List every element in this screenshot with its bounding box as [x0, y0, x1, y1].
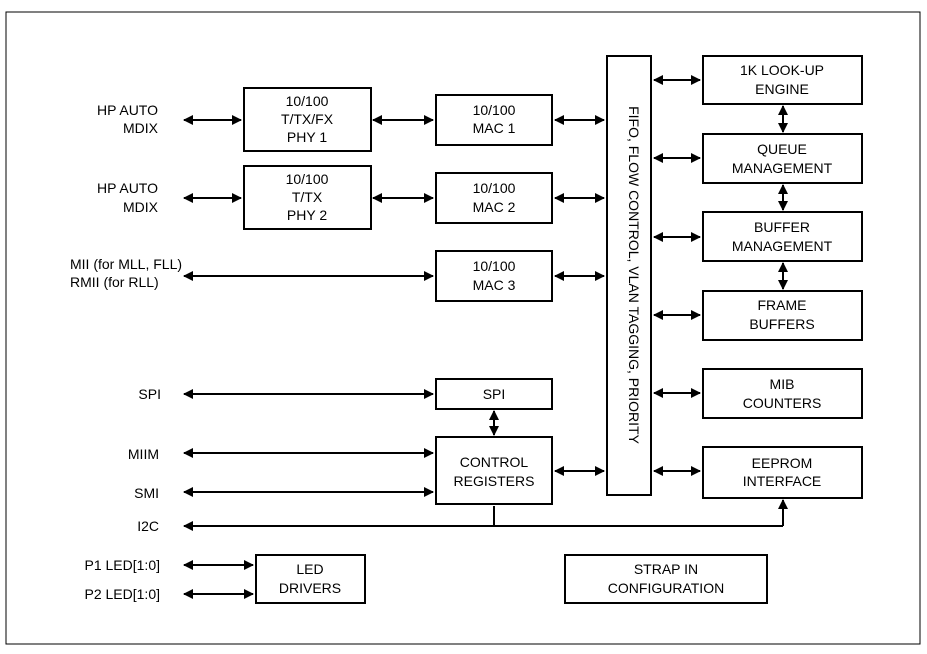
spi-signal-label: SPI [138, 386, 161, 402]
mib-line1: MIB [770, 376, 795, 392]
port1-label-line2: MDIX [123, 120, 159, 136]
led-drivers-line2: DRIVERS [279, 580, 341, 596]
spi-block-label: SPI [483, 386, 506, 402]
phy2-line3: PHY 2 [287, 207, 327, 223]
led-drivers-block: LED DRIVERS [255, 554, 366, 604]
smi-label: SMI [134, 485, 159, 501]
mac1-line1: 10/100 [473, 102, 516, 118]
mac3-block: 10/100 MAC 3 [435, 250, 553, 302]
mii-label-line1: MII (for MLL, FLL) [70, 256, 182, 272]
port2-label-line1: HP AUTO [97, 180, 158, 196]
phy1-block: 10/100 T/TX/FX PHY 1 [243, 87, 372, 152]
mac1-line2: MAC 1 [473, 120, 516, 136]
spi-block: SPI [435, 378, 553, 410]
buffer-line1: BUFFER [754, 219, 810, 235]
phy2-line1: 10/100 [286, 171, 329, 187]
p1-led-label: P1 LED[1:0] [85, 557, 161, 573]
strap-in-block: STRAP IN CONFIGURATION [564, 554, 768, 604]
mii-label-line2: RMII (for RLL) [70, 274, 159, 290]
queue-management-block: QUEUE MANAGEMENT [702, 133, 863, 184]
eeprom-line1: EEPROM [752, 455, 813, 471]
mac2-line1: 10/100 [473, 180, 516, 196]
phy2-line2: T/TX [292, 189, 323, 205]
frame-buffers-block: FRAME BUFFERS [702, 290, 863, 341]
miim-label: MIIM [128, 446, 159, 462]
mac1-block: 10/100 MAC 1 [435, 94, 553, 146]
frame-line1: FRAME [758, 297, 807, 313]
queue-line2: MANAGEMENT [732, 160, 833, 176]
lookup-line2: ENGINE [755, 81, 809, 97]
port1-label-line1: HP AUTO [97, 102, 158, 118]
mac2-block: 10/100 MAC 2 [435, 172, 553, 224]
mac3-line2: MAC 3 [473, 277, 516, 293]
phy2-block: 10/100 T/TX PHY 2 [243, 165, 372, 230]
port2-label-line2: MDIX [123, 199, 159, 215]
mac2-line2: MAC 2 [473, 199, 516, 215]
buffer-management-block: BUFFER MANAGEMENT [702, 211, 863, 262]
control-registers-line2: REGISTERS [454, 473, 535, 489]
mib-counters-block: MIB COUNTERS [702, 368, 863, 419]
lookup-engine-block: 1K LOOK-UP ENGINE [702, 55, 863, 105]
queue-line1: QUEUE [757, 141, 807, 157]
connectors [183, 75, 788, 599]
fifo-block: FIFO, FLOW CONTROL, VLAN TAGGING, PRIORI… [606, 55, 652, 496]
i2c-label: I2C [137, 518, 159, 534]
mac3-line1: 10/100 [473, 258, 516, 274]
eeprom-line2: INTERFACE [743, 473, 822, 489]
fifo-label: FIFO, FLOW CONTROL, VLAN TAGGING, PRIORI… [626, 106, 642, 445]
frame-line2: BUFFERS [749, 316, 814, 332]
phy1-line3: PHY 1 [287, 129, 327, 145]
control-registers-block: CONTROL REGISTERS [435, 436, 553, 505]
strap-in-line2: CONFIGURATION [608, 580, 724, 596]
phy1-line1: 10/100 [286, 93, 329, 109]
buffer-line2: MANAGEMENT [732, 238, 833, 254]
mib-line2: COUNTERS [743, 395, 822, 411]
strap-in-line1: STRAP IN [634, 561, 698, 577]
led-drivers-line1: LED [296, 561, 323, 577]
p2-led-label: P2 LED[1:0] [85, 586, 161, 602]
control-registers-line1: CONTROL [460, 454, 529, 470]
eeprom-interface-block: EEPROM INTERFACE [702, 446, 863, 499]
lookup-line1: 1K LOOK-UP [740, 62, 824, 78]
signal-labels: HP AUTO MDIX HP AUTO MDIX MII (for MLL, … [70, 102, 182, 602]
phy1-line2: T/TX/FX [281, 111, 334, 127]
